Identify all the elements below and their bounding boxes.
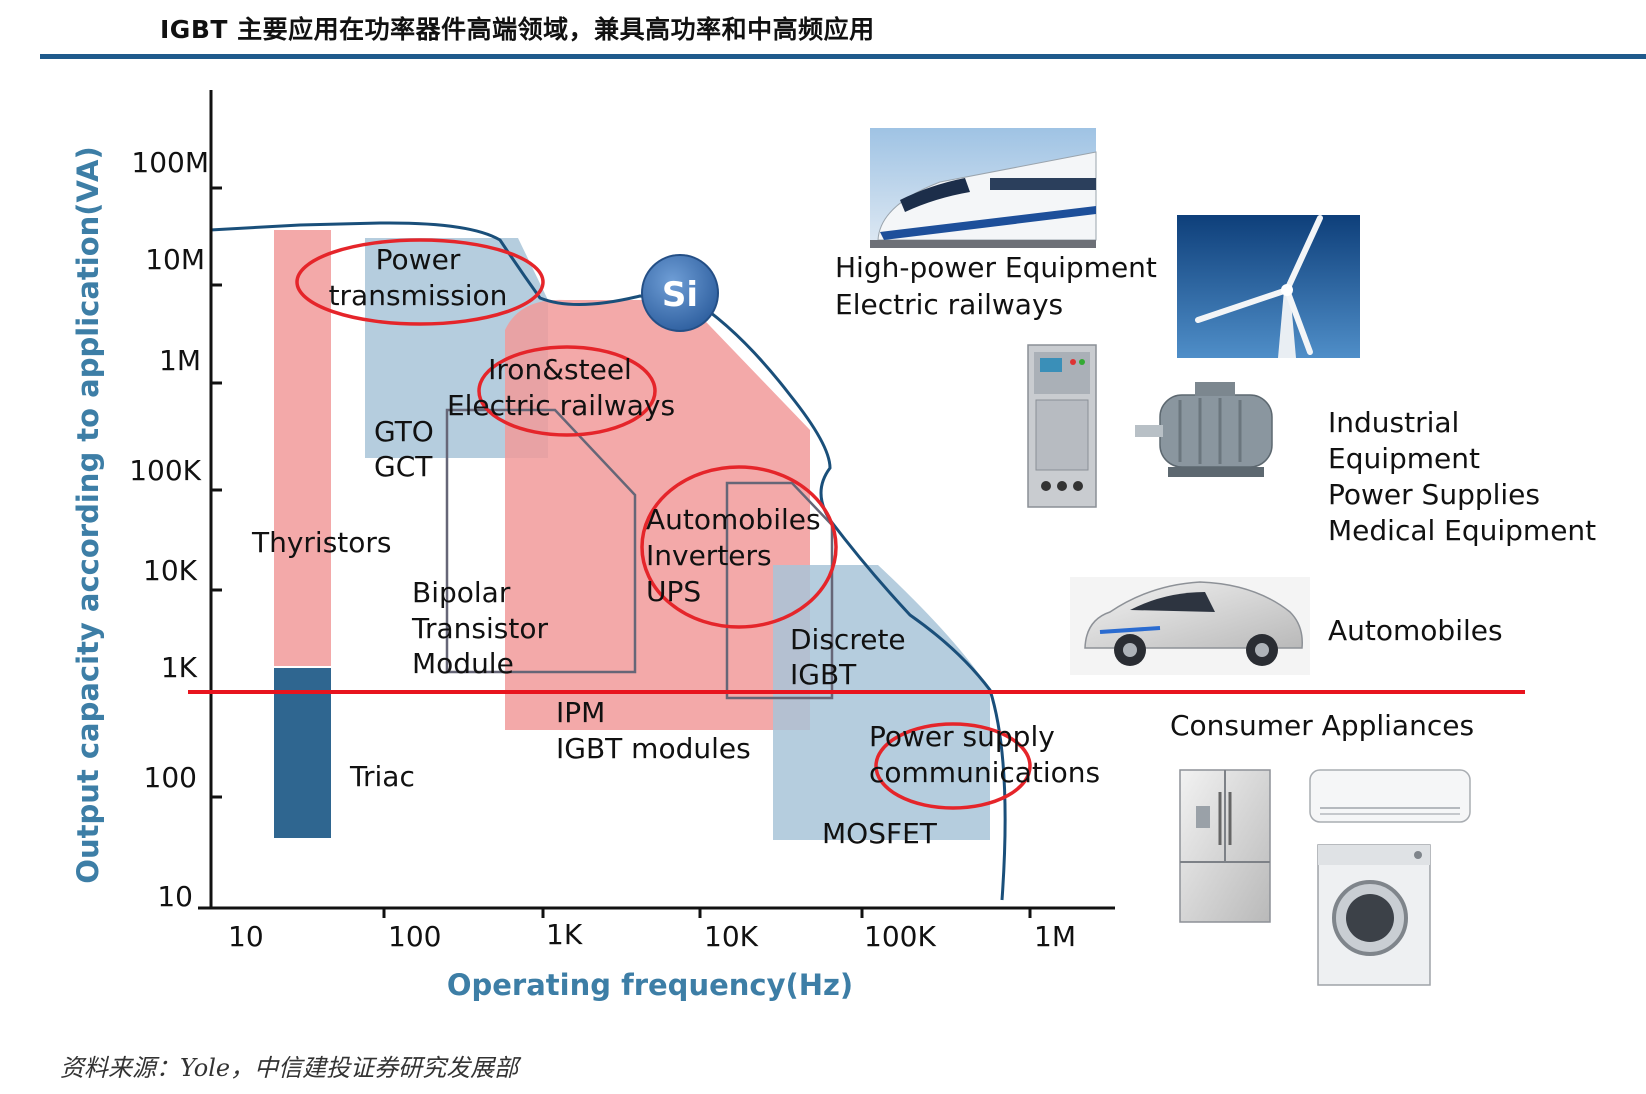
power-supply-ellipse	[874, 722, 1032, 810]
x-tick-label: 100	[388, 920, 441, 953]
medical-equipment-label: Medical Equipment	[1328, 514, 1596, 547]
x-tick-label: 10	[228, 920, 264, 953]
x-axis	[198, 906, 1115, 918]
si-boundary-curve	[209, 221, 1007, 901]
iron-steel-label: Iron&steel	[488, 353, 632, 386]
x-tick-label: 1M	[1034, 920, 1076, 953]
y-tick-label: 1K	[161, 651, 198, 684]
y-tick-label: 10	[157, 880, 193, 913]
y-axis	[209, 90, 222, 908]
power-supplies-label: Power Supplies	[1328, 478, 1540, 511]
x-tick-label: 100K	[864, 920, 936, 953]
x-axis-title: Operating frequency(Hz)	[447, 968, 853, 1002]
mosfet-label: MOSFET	[822, 817, 938, 850]
si-label: Si	[662, 275, 698, 315]
triac-label: Triac	[349, 760, 415, 793]
transistor-label: Transistor	[411, 612, 548, 645]
gct-label: GCT	[374, 450, 433, 483]
y-tick-label: 100M	[131, 146, 209, 179]
inverters-label: Inverters	[646, 539, 772, 572]
wind-turbine-icon	[1177, 215, 1360, 358]
source-note: 资料来源：Yole，中信建投证券研究发展部	[60, 1054, 519, 1082]
iron-steel-ellipse	[477, 345, 657, 437]
thyristor-region	[274, 230, 331, 666]
x-tick-label: 1K	[546, 918, 583, 951]
y-tick-label: 100	[144, 761, 197, 794]
igbt-modules-label: IGBT modules	[556, 732, 751, 765]
electric-motor-icon	[1135, 382, 1273, 477]
electric-railways-label: Electric railways	[447, 389, 675, 422]
power-cabinet-icon	[1027, 344, 1097, 508]
ipm-label: IPM	[556, 696, 605, 729]
consumer-appliances-label: Consumer Appliances	[1170, 709, 1474, 742]
electric-railways-app-label: Electric railways	[835, 288, 1063, 321]
thyristors-label: Thyristors	[251, 526, 392, 559]
discrete-igbt-outline	[725, 481, 834, 700]
automobiles-label: Automobiles	[646, 503, 821, 536]
discrete-label: Discrete	[790, 623, 906, 656]
y-tick-label: 10M	[145, 243, 205, 276]
si-badge	[641, 254, 719, 332]
power-label: Power	[376, 243, 461, 276]
high-power-equipment-label: High-power Equipment	[835, 251, 1157, 284]
title-rule	[40, 54, 1646, 59]
power-transmission-ellipse	[295, 238, 545, 326]
y-axis-title: Output capacity according to application…	[71, 146, 105, 883]
gto-label: GTO	[374, 415, 434, 448]
air-conditioner-icon	[1309, 769, 1471, 823]
power-supply-label: Power supply	[869, 720, 1055, 753]
module-label: Module	[412, 647, 514, 680]
bipolar-transistor-outline	[445, 408, 637, 674]
x-tick-label: 10K	[704, 920, 759, 953]
refrigerator-icon	[1179, 769, 1271, 923]
electric-car-icon	[1070, 577, 1310, 675]
gto-gct-region	[365, 238, 548, 458]
triac-region	[274, 668, 331, 838]
bipolar-label: Bipolar	[412, 576, 511, 609]
ipm-igbt-module-region	[505, 299, 810, 730]
transmission-label: transmission	[329, 279, 508, 312]
communications-label: communications	[869, 756, 1100, 789]
y-tick-label: 10K	[143, 554, 198, 587]
high-speed-train-icon	[870, 128, 1097, 248]
washing-machine-icon	[1317, 844, 1431, 986]
page-title: IGBT 主要应用在功率器件高端领域，兼具高功率和中高频应用	[160, 15, 875, 44]
y-tick-label: 100K	[129, 454, 201, 487]
automobiles-app-label: Automobiles	[1328, 614, 1503, 647]
ups-label: UPS	[646, 575, 701, 608]
industrial-label: Industrial	[1328, 406, 1459, 439]
equipment-label: Equipment	[1328, 442, 1480, 475]
automobiles-ellipse	[640, 465, 838, 629]
y-tick-label: 1M	[159, 344, 201, 377]
igbt-label: IGBT	[790, 658, 857, 691]
